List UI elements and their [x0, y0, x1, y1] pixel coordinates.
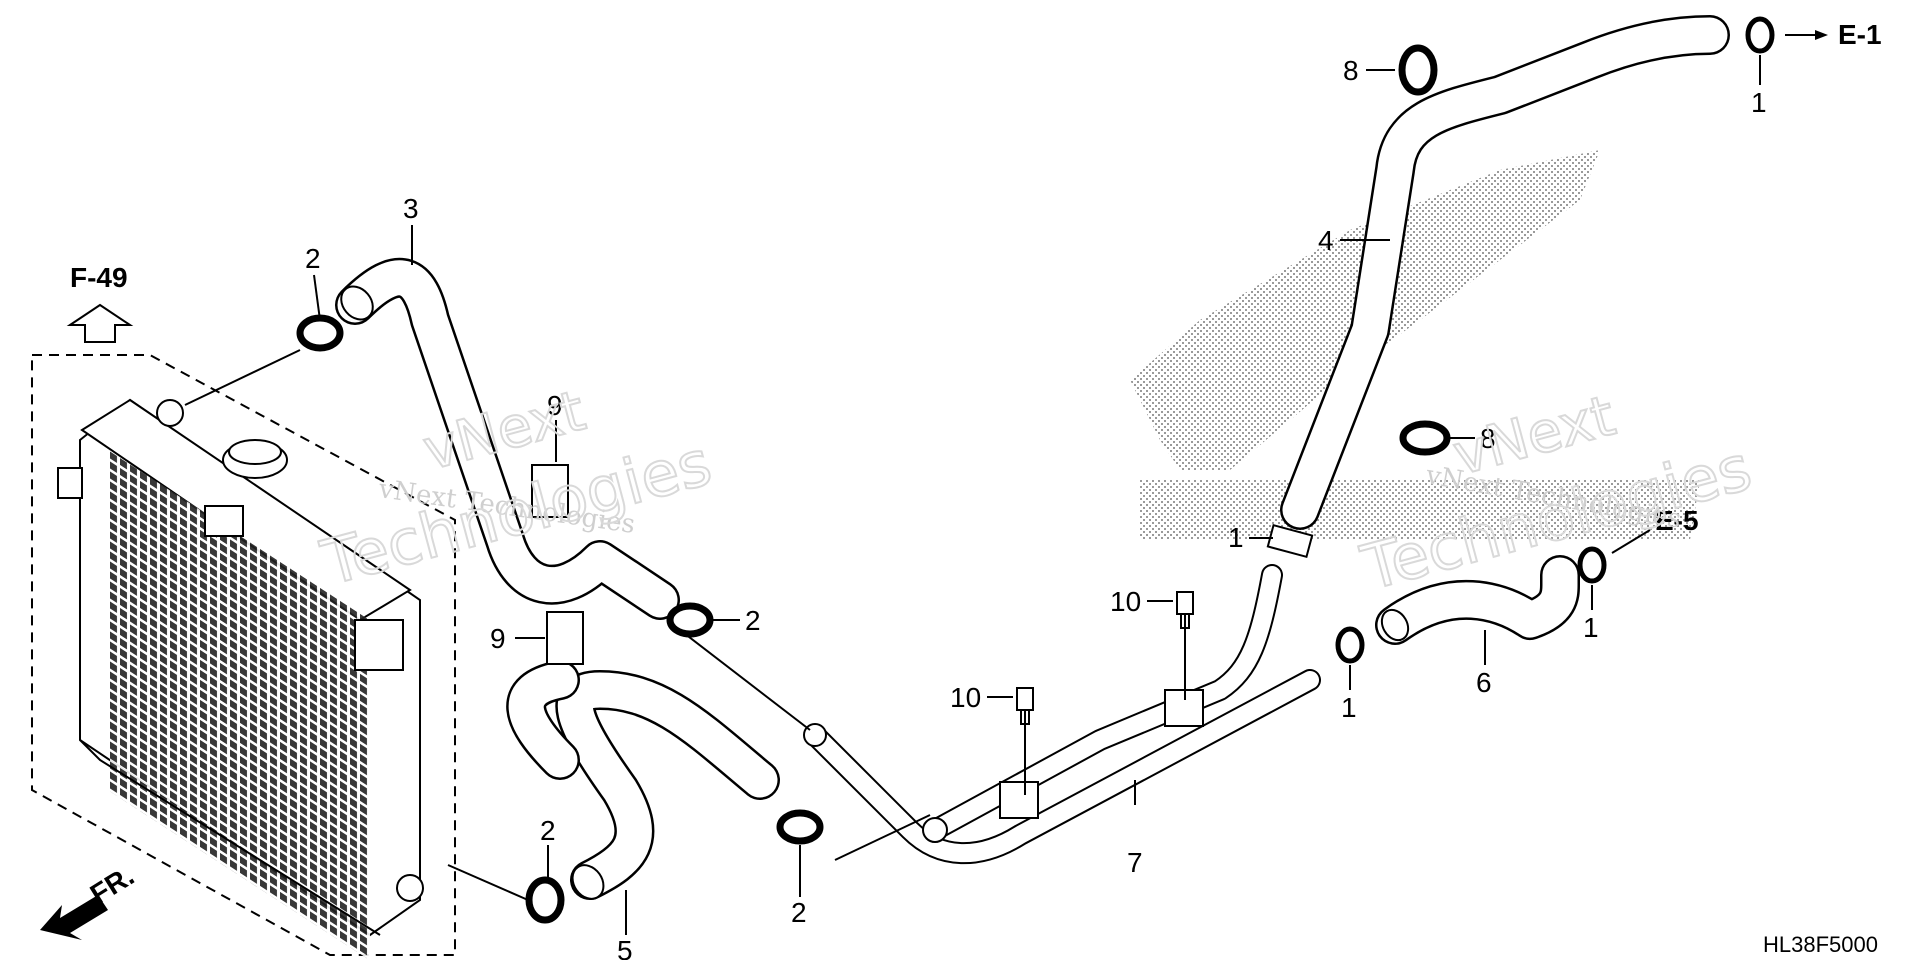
clamp-2-mid — [666, 602, 714, 638]
hose-5 — [506, 660, 780, 900]
callout-1-top: 1 — [1751, 87, 1767, 118]
callout-numbers: 2 3 9 9 2 2 5 2 10 10 7 1 1 1 1 4 8 8 6 — [305, 55, 1767, 960]
callout-1-mid: 1 — [1341, 692, 1357, 723]
clamp-2-lower — [776, 809, 824, 845]
clamp-8-top — [1398, 44, 1438, 96]
clamp-1-a — [1745, 16, 1775, 54]
bracket-9-lower — [546, 611, 584, 665]
callout-9-upper: 9 — [547, 390, 563, 421]
ref-f49: F-49 — [66, 262, 134, 343]
clamp-2-bottom — [525, 876, 565, 924]
callout-5: 5 — [617, 935, 633, 960]
leader-lines — [184, 30, 1828, 935]
clamp-1-b — [1335, 626, 1365, 664]
callout-9-lower: 9 — [490, 623, 506, 654]
callout-3: 3 — [403, 193, 419, 224]
callout-1-right: 1 — [1583, 612, 1599, 643]
clamp-2-top — [296, 314, 344, 352]
callout-8-top: 8 — [1343, 55, 1359, 86]
water-pipe-7 — [803, 564, 1321, 865]
radiator — [57, 398, 424, 960]
callout-4: 4 — [1318, 225, 1334, 256]
hose-clamps — [296, 16, 1775, 924]
radiator-assembly-boundary — [31, 354, 456, 956]
callout-2-radiator-clamp: 2 — [305, 243, 321, 274]
hose-4 — [1280, 15, 1730, 530]
ref-e5-label: E-5 — [1655, 505, 1699, 536]
clamp-1-c — [1577, 546, 1607, 584]
callout-2-lower: 2 — [791, 897, 807, 928]
hose-6 — [1375, 555, 1580, 645]
callout-2-bottom: 2 — [540, 815, 556, 846]
callout-8-mid: 8 — [1480, 423, 1496, 454]
callout-10-right: 10 — [1110, 586, 1141, 617]
front-direction-arrow: FR. — [40, 860, 139, 940]
callout-10-left: 10 — [950, 682, 981, 713]
ref-f49-label: F-49 — [70, 262, 128, 293]
callout-6: 6 — [1476, 667, 1492, 698]
ref-e1-label: E-1 — [1838, 19, 1882, 50]
callout-7: 7 — [1127, 847, 1143, 878]
bracket-9-upper — [531, 464, 569, 518]
drawing-code: HL38F5000 — [1763, 932, 1878, 957]
callout-2-mid: 2 — [745, 605, 761, 636]
hose-3 — [335, 258, 680, 620]
clamp-8-mid — [1399, 420, 1451, 456]
hose-joint-1 — [1266, 523, 1314, 559]
callout-1-joint: 1 — [1228, 522, 1244, 553]
